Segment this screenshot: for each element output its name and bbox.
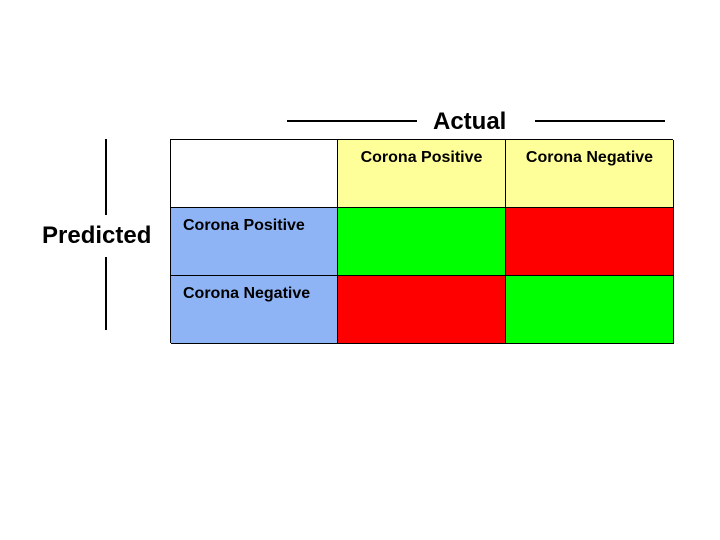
predicted-axis-title: Predicted [42, 222, 152, 249]
corner-cell [171, 140, 338, 208]
actual-rule-right [535, 120, 665, 122]
actual-rule-left [287, 120, 417, 122]
cell-true-positive [338, 208, 506, 276]
predicted-rule-bottom [105, 257, 107, 330]
predicted-rule-top [105, 139, 107, 215]
row-header-label: Corona Positive [183, 217, 305, 234]
row-header-negative: Corona Negative [171, 276, 338, 344]
column-header-positive: Corona Positive [338, 140, 506, 208]
actual-axis-title: Actual [433, 108, 507, 135]
column-header-label: Corona Negative [525, 149, 654, 166]
row-header-positive: Corona Positive [171, 208, 338, 276]
cell-false-negative [338, 276, 506, 344]
cell-false-positive [506, 208, 674, 276]
column-header-label: Corona Positive [360, 149, 483, 166]
cell-true-negative [506, 276, 674, 344]
column-header-negative: Corona Negative [506, 140, 674, 208]
confusion-matrix: Corona Positive Corona Negative Corona P… [170, 139, 674, 344]
row-header-label: Corona Negative [183, 285, 311, 302]
